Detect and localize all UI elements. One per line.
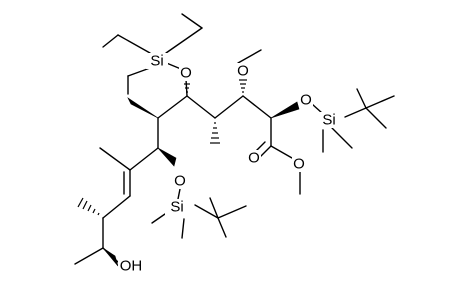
bond-cq-bottom-me2	[217, 205, 247, 219]
bond-cq-bottom-me1	[209, 197, 219, 219]
bond-cq-bottom-me3	[217, 217, 227, 238]
bond-o-methoxy-ch3	[237, 49, 262, 64]
si-tbs-top-label: Si	[322, 112, 335, 129]
bond-c8-me	[99, 147, 131, 171]
atom-o-tes: O	[179, 65, 193, 82]
wedge-c11-oh	[102, 247, 119, 267]
bond-c11-me	[74, 247, 104, 265]
bond-si-bottom-me1	[151, 213, 166, 224]
bond-c5-c4	[186, 95, 216, 119]
bond-c5-c6	[157, 95, 188, 119]
o-tes-label: O	[180, 65, 192, 82]
atom-oh: OH	[118, 258, 144, 275]
bond-cq-top-me3	[365, 107, 387, 129]
atom-si-tes: Si	[146, 53, 168, 70]
si-tbs-bottom-label: Si	[170, 199, 183, 216]
wedge-c2-o	[270, 101, 300, 119]
bond-si-top-me2	[331, 127, 353, 149]
bond-c7-c8	[129, 147, 159, 171]
o-methoxy-label: O	[237, 63, 249, 80]
atom-si-tbs-top: Si	[318, 112, 340, 129]
bond-et1-ch3-ch2	[102, 34, 119, 48]
bond-si-bottom-cq	[194, 204, 219, 219]
bond-et1-ch2-si	[117, 34, 151, 54]
atom-o-methoxy: O	[236, 63, 250, 80]
bond-c4-c3	[214, 95, 244, 119]
bond-c1-o-ester	[270, 145, 293, 159]
wedge-c6-methyl	[127, 97, 159, 119]
o-ester-label: O	[293, 156, 305, 173]
o-carbonyl-label: O	[248, 150, 260, 167]
si-tes-label: Si	[150, 53, 163, 70]
atom-o-carbonyl: O	[247, 150, 261, 167]
atom-si-tbs-bottom: Si	[165, 199, 189, 216]
bond-c3-c2	[242, 95, 272, 119]
o-tbs-bottom-label: O	[174, 173, 186, 190]
bond-et2-ch3-ch2	[181, 13, 203, 29]
bond-si-bottom-me2	[181, 218, 185, 239]
bond-cq-top-me1	[356, 88, 367, 109]
wedge-c7-o	[157, 147, 177, 167]
bond-si-et3-ch2	[127, 67, 151, 77]
hash-c3-o	[239, 79, 247, 93]
o-tbs-top-label: O	[300, 92, 312, 109]
atom-labels: Si O O O Si O O O	[118, 53, 340, 275]
hash-c4-methyl	[210, 122, 220, 144]
bond-o-tbs-bottom-si	[177, 188, 181, 200]
bond-et2-ch2-si	[165, 27, 203, 54]
main-chain	[74, 78, 272, 265]
tbs-group-bottom	[151, 188, 247, 239]
oh-label: OH	[120, 258, 143, 275]
hash-c10-methyl	[77, 197, 100, 216]
stereo-bonds	[77, 79, 300, 267]
atom-o-tbs-top: O	[299, 92, 313, 109]
methoxy-group	[237, 49, 262, 64]
tbs-group-top	[311, 88, 395, 153]
bond-si-top-cq	[344, 107, 367, 118]
bond-c9-c10	[102, 195, 131, 219]
atom-o-tbs-bottom: O	[173, 173, 187, 190]
bond-o-tbs-top-si	[311, 103, 323, 114]
atom-o-ester: O	[292, 156, 306, 173]
bond-cq-top-me2	[365, 95, 395, 109]
